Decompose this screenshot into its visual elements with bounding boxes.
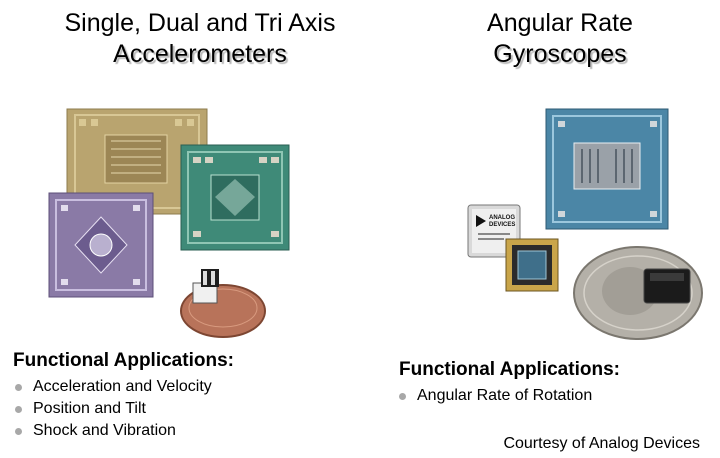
bullet-icon (15, 428, 22, 435)
gyroscope-title-line2: Gyroscopes (493, 40, 627, 68)
green-die (180, 144, 290, 251)
list-item-text: Acceleration and Velocity (33, 378, 212, 395)
accelerometer-title-line2: Accelerometers (113, 40, 287, 68)
bullet-icon (15, 406, 22, 413)
accelerometer-title: Single, Dual and Tri Axis Accelerometers (20, 8, 380, 70)
list-item-text: Position and Tilt (33, 400, 146, 417)
accelerometer-applications-list: Acceleration and Velocity Position and T… (13, 376, 212, 442)
bullet-icon (15, 384, 22, 391)
gyroscope-package-chip (643, 268, 691, 304)
open-gyroscope-package (505, 238, 559, 292)
accelerometer-chips-on-penny-image (48, 108, 290, 338)
list-item-text: Angular Rate of Rotation (417, 387, 593, 404)
gyroscope-title: Angular Rate Gyroscopes (400, 8, 720, 70)
accelerometer-applications-heading: Functional Applications: (13, 350, 234, 371)
package-label-line1: ANALOG (489, 215, 515, 221)
list-item: Angular Rate of Rotation (397, 385, 592, 407)
accelerometer-package-chip (192, 269, 219, 304)
gyroscope-applications-list: Angular Rate of Rotation (397, 385, 592, 407)
package-label-line2: DEVICES (489, 222, 515, 228)
gyroscope-die (545, 108, 669, 230)
courtesy-credit: Courtesy of Analog Devices (503, 435, 700, 452)
gyroscope-applications-heading: Functional Applications: (399, 359, 620, 380)
purple-die (48, 192, 154, 298)
gyroscope-chips-on-quarter-image: ANALOG DEVICES (467, 108, 703, 340)
list-item: Position and Tilt (13, 398, 212, 420)
accelerometer-title-line1: Single, Dual and Tri Axis (64, 9, 336, 37)
gyroscope-title-line1: Angular Rate (487, 9, 633, 37)
list-item-text: Shock and Vibration (33, 422, 176, 439)
list-item: Acceleration and Velocity (13, 376, 212, 398)
bullet-icon (399, 393, 406, 400)
list-item: Shock and Vibration (13, 420, 212, 442)
